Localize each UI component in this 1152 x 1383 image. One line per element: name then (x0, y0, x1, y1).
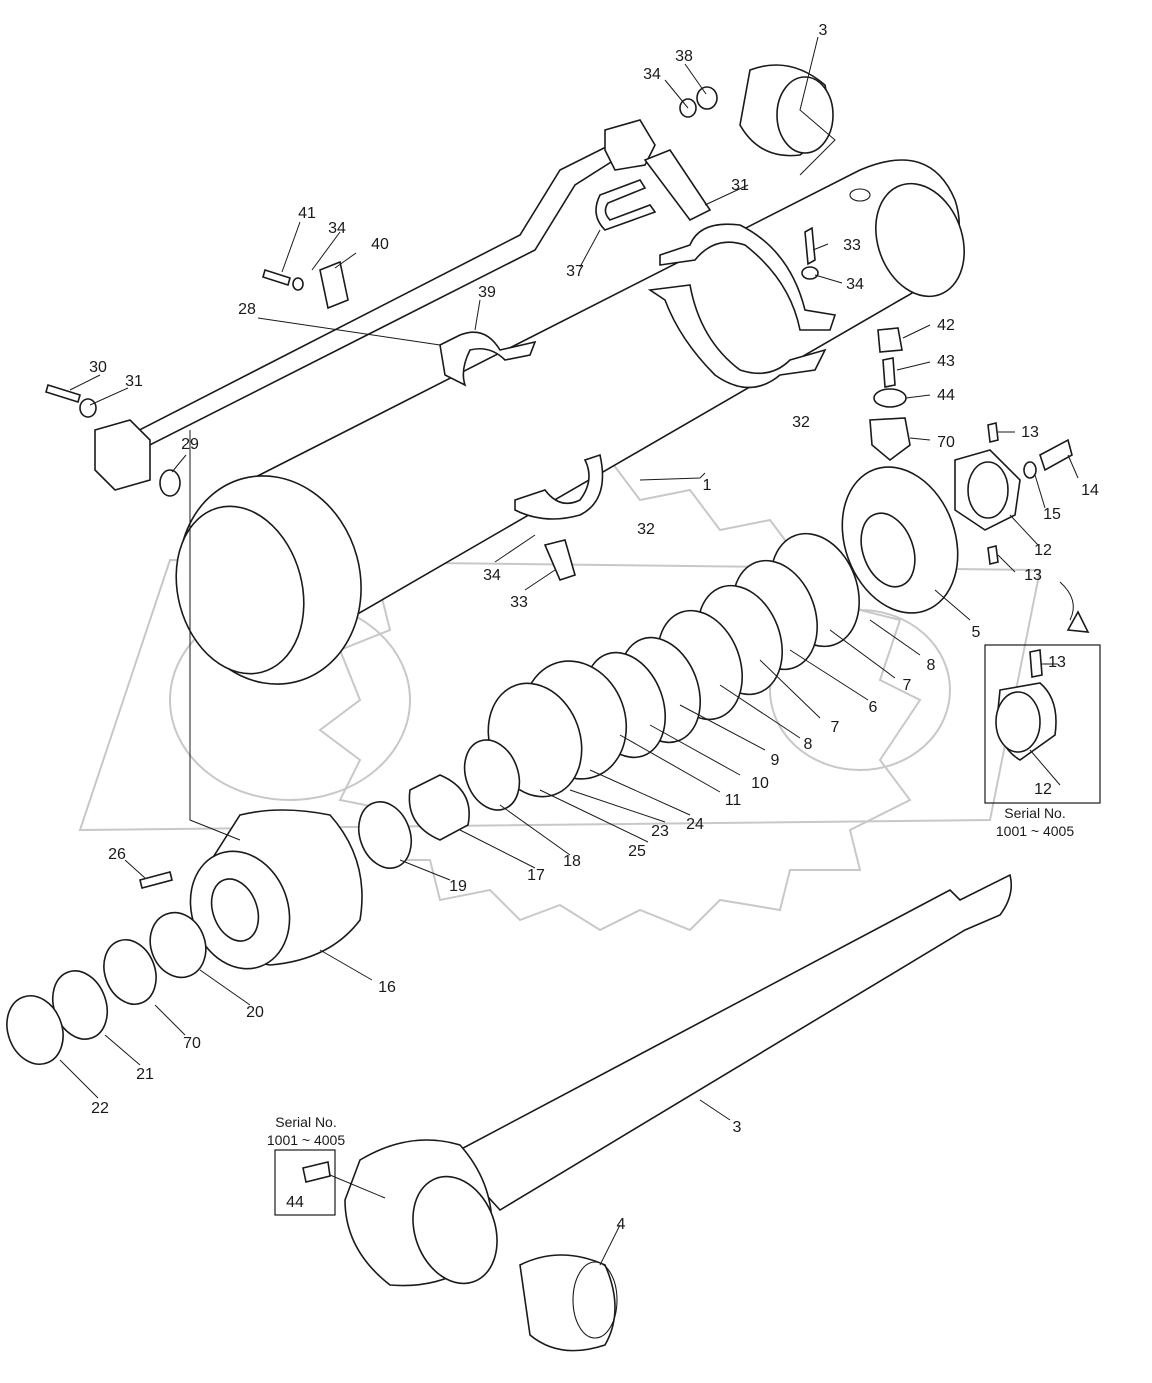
clamp-band-small (514, 453, 604, 520)
label-12-inset: 12 (1034, 781, 1052, 798)
u-bolt (595, 179, 657, 231)
label-37: 39 (478, 284, 496, 301)
leader-lines (59, 36, 1079, 1266)
rod-seal-rings (357, 739, 521, 869)
fastener-hardware (45, 86, 1073, 1183)
label-8-upper: 8 (927, 657, 936, 674)
label-24: 24 (686, 816, 704, 833)
label-16: 16 (378, 979, 396, 996)
label-19: 19 (449, 878, 467, 895)
label-14: 14 (1081, 482, 1099, 499)
label-15: 15 (1043, 506, 1061, 523)
label-36: 38 (675, 48, 693, 65)
rod-cover (189, 809, 363, 970)
label-13-top: 13 (1021, 424, 1039, 441)
inset-nut-title: Serial No. (1004, 805, 1065, 821)
label-35: 37 (566, 263, 584, 280)
label-33-top: 33 (843, 237, 861, 254)
label-11: 11 (725, 792, 742, 809)
clamp-block-38 (319, 260, 349, 310)
label-31: 31 (731, 177, 749, 194)
label-7-upper: 7 (903, 677, 912, 694)
hydraulic-pipe (94, 119, 656, 491)
label-34-top: 34 (643, 66, 661, 83)
label-12: 12 (1034, 542, 1052, 559)
lock-nut (954, 449, 1021, 531)
inset-grease-nipple (274, 1149, 336, 1216)
clamp-37 (439, 331, 537, 387)
bushing-4 (519, 1254, 618, 1352)
label-32-upper: 32 (792, 414, 810, 431)
label-40: 42 (937, 317, 955, 334)
label-18: 18 (563, 853, 581, 870)
label-28: 29 (181, 436, 199, 453)
label-3: 3 (733, 1119, 742, 1136)
label-22: 22 (91, 1100, 109, 1117)
label-34-center: 34 (483, 567, 501, 584)
label-21: 21 (136, 1066, 154, 1083)
label-5: 5 (972, 624, 981, 641)
wiper-seal-set (6, 911, 207, 1065)
label-44: 44 (286, 1194, 304, 1211)
clamp-band-upper (659, 223, 837, 331)
label-41: 43 (937, 353, 955, 370)
label-34-left: 34 (328, 220, 346, 237)
piston-rod (344, 873, 1013, 1287)
label-10: 10 (751, 775, 769, 792)
inset-nut-range: 1001 ~ 4005 (996, 823, 1074, 839)
inset-nut-detail (984, 581, 1101, 804)
label-4: 4 (617, 1216, 626, 1233)
label-1: 1 (703, 477, 712, 494)
label-13-inset: 13 (1048, 654, 1066, 671)
label-23: 23 (651, 823, 669, 840)
label-30: 31 (125, 373, 143, 390)
label-7-lower: 7 (831, 719, 840, 736)
label-33-center: 33 (510, 594, 528, 611)
serial-notes: Serial No. 1001 ~ 4005 Serial No. 1001 ~… (267, 805, 1074, 1148)
bushing-2 (739, 64, 834, 157)
label-27: 28 (238, 301, 256, 318)
label-9: 9 (771, 752, 780, 769)
label-20: 20 (246, 1004, 264, 1021)
label-70: 70 (183, 1035, 201, 1052)
piston (841, 466, 959, 614)
label-6: 6 (869, 699, 878, 716)
label-42: 44 (937, 387, 955, 404)
inset-grease-title: Serial No. (275, 1114, 336, 1130)
inset-grease-range: 1001 ~ 4005 (267, 1132, 345, 1148)
label-8-lower: 8 (804, 736, 813, 753)
label-17: 17 (527, 867, 545, 884)
label-2: 3 (819, 22, 828, 39)
clamp-band-lower (647, 284, 827, 389)
label-34-right: 34 (846, 276, 864, 293)
part-labels: 3 34 38 31 33 34 41 34 40 37 39 28 30 31… (89, 22, 1099, 1233)
bracket-31 (643, 149, 712, 222)
label-43: 70 (937, 434, 955, 451)
label-29: 30 (89, 359, 107, 376)
label-38: 40 (371, 236, 389, 253)
label-32-lower: 32 (637, 521, 655, 538)
label-13-mid: 13 (1024, 567, 1042, 584)
label-39: 41 (298, 205, 316, 222)
label-26: 26 (108, 846, 126, 863)
label-25: 25 (628, 843, 646, 860)
